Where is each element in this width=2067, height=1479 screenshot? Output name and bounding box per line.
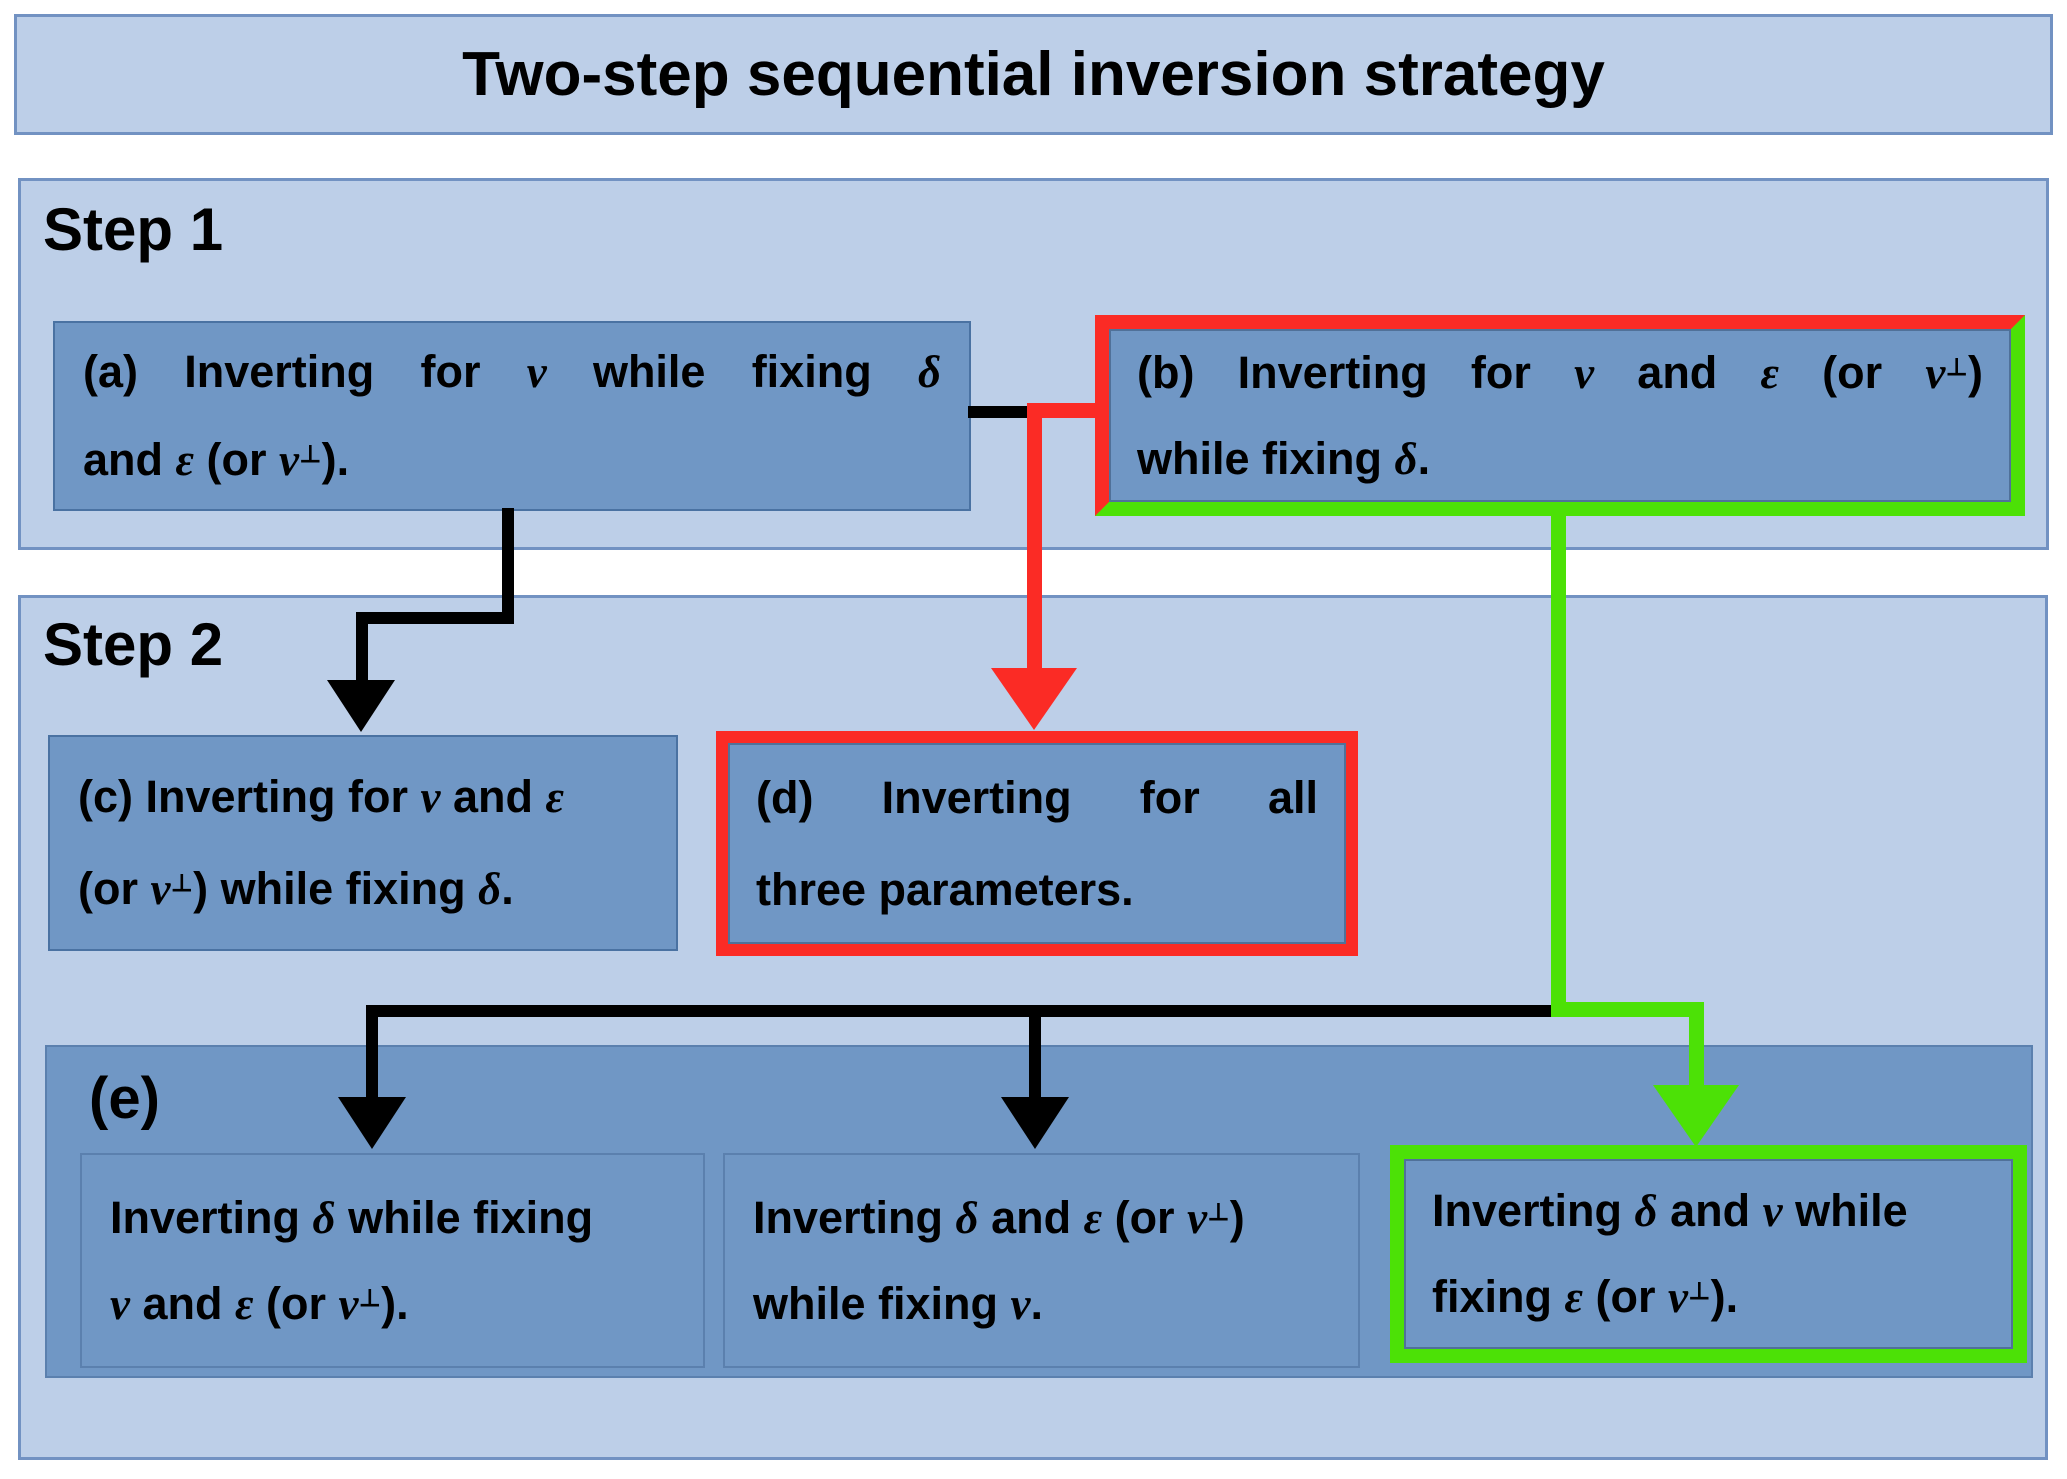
- connector-a-to-c-segment-down: [502, 508, 514, 623]
- arrowhead-to-e1: [338, 1097, 406, 1149]
- arrowhead-b-to-d: [991, 668, 1077, 730]
- arrowhead-a-to-c: [327, 680, 395, 732]
- connector-a-to-c-segment-drop: [356, 612, 368, 684]
- step1-label: Step 1: [43, 196, 224, 263]
- box-e2-line2: while fixing v.: [753, 1277, 1044, 1329]
- connector-e-branch-line: [366, 1005, 1556, 1017]
- connector-e-branch-drop1: [366, 1005, 378, 1100]
- step2-panel: Step 2 (c) Inverting for v and ε (or v⊥)…: [18, 595, 2048, 1460]
- box-d-line1: (d) Inverting for all: [756, 771, 1318, 823]
- box-e1: Inverting δ while fixing v and ε (or v⊥)…: [80, 1153, 705, 1368]
- box-e2-line1: Inverting δ and ε (or v⊥): [753, 1191, 1245, 1243]
- connector-a-to-c-segment-left: [356, 612, 514, 624]
- box-d-line2: three parameters.: [756, 863, 1134, 915]
- box-e3: Inverting δ and v while fixing ε (or v⊥)…: [1390, 1145, 2027, 1363]
- connector-b-to-d-stub: [1027, 403, 1102, 418]
- box-b-line1: (b) Inverting for v and ε (or v⊥): [1137, 346, 1983, 398]
- box-b: (b) Inverting for v and ε (or v⊥) while …: [1095, 315, 2025, 516]
- box-e1-line1: Inverting δ while fixing: [110, 1191, 594, 1243]
- box-c-line1: (c) Inverting for v and ε: [78, 771, 564, 822]
- connector-b-to-e3-horizontal: [1551, 1002, 1704, 1017]
- box-a-line2: and ε (or v⊥).: [83, 434, 350, 485]
- box-b-line2: while fixing δ.: [1137, 432, 1431, 484]
- step2-label: Step 2: [43, 611, 224, 678]
- box-e3-line2: fixing ε (or v⊥).: [1432, 1271, 1739, 1322]
- panel-e-label: (e): [89, 1066, 160, 1131]
- diagram-title: Two-step sequential inversion strategy: [462, 40, 1605, 109]
- connector-b-to-e3-vertical: [1551, 506, 1566, 1012]
- box-a-line1: (a) Inverting for v while fixing δ: [83, 346, 941, 397]
- connector-e-branch-drop2: [1029, 1005, 1041, 1100]
- connector-b-to-e3-drop: [1689, 1002, 1704, 1087]
- step1-panel: Step 1 (a) Inverting for v while fixing …: [18, 178, 2049, 550]
- box-a: (a) Inverting for v while fixing δ and ε…: [53, 321, 971, 511]
- box-d: (d) Inverting for all three parameters.: [716, 731, 1358, 956]
- box-e2: Inverting δ and ε (or v⊥) while fixing v…: [723, 1153, 1360, 1368]
- box-e3-line1: Inverting δ and v while: [1432, 1185, 1908, 1236]
- connector-b-to-d-vertical: [1027, 403, 1042, 673]
- arrowhead-b-to-e3: [1653, 1085, 1739, 1147]
- box-c: (c) Inverting for v and ε (or v⊥) while …: [48, 735, 678, 951]
- box-e1-line2: v and ε (or v⊥).: [110, 1277, 409, 1329]
- box-c-line2: (or v⊥) while fixing δ.: [78, 863, 514, 914]
- title-bar: Two-step sequential inversion strategy: [14, 14, 2053, 135]
- arrowhead-to-e2: [1001, 1097, 1069, 1149]
